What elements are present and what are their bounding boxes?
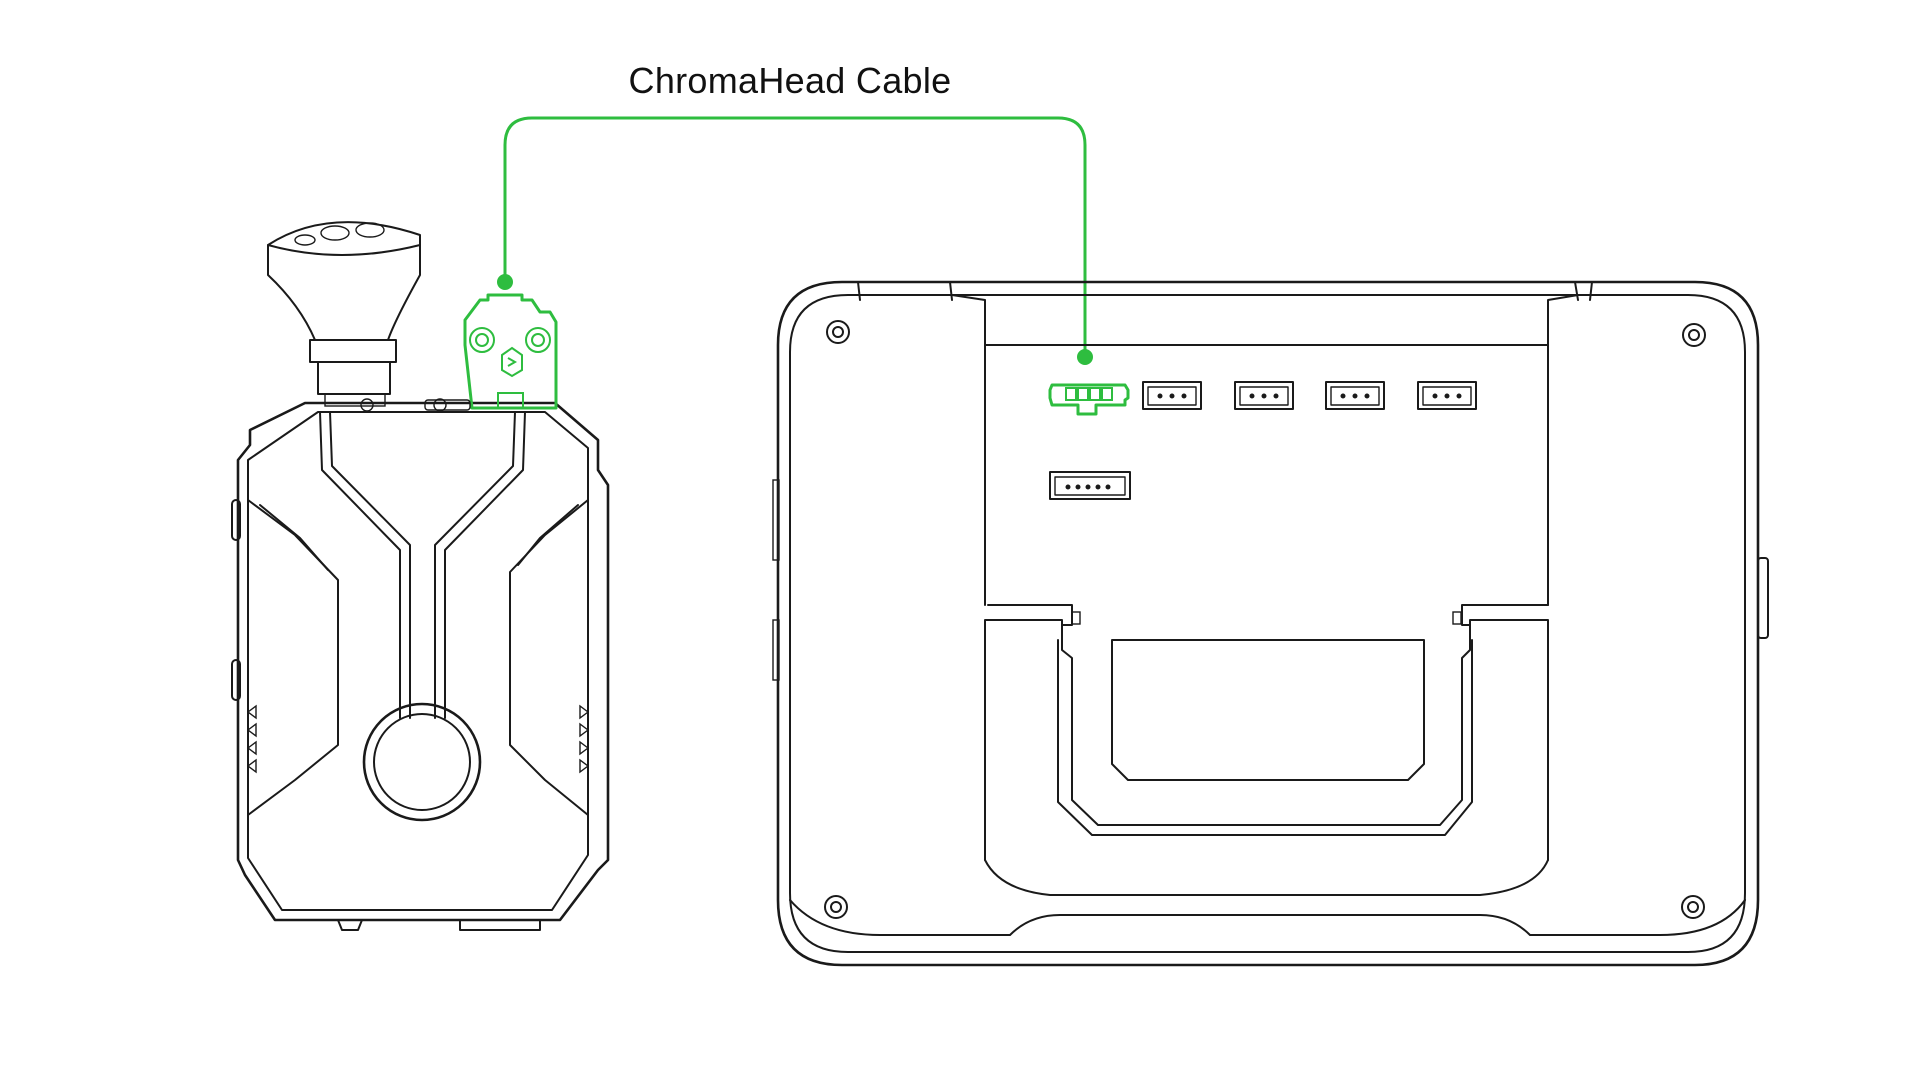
chromahead-cable [497, 116, 1093, 365]
port-2 [1142, 381, 1202, 410]
cable-label: ChromaHead Cable [628, 60, 952, 101]
chromahead-connector [424, 293, 558, 411]
unit-shell [776, 280, 1760, 967]
port-5 [1417, 381, 1477, 410]
corner-screws [824, 320, 1706, 919]
port-chromahead [1048, 383, 1130, 416]
port-6 [1049, 471, 1131, 500]
stand-handle [987, 604, 1549, 836]
port-4 [1325, 381, 1385, 410]
port-3 [1234, 381, 1294, 410]
main-unit-back [772, 280, 1769, 967]
round-button [362, 702, 482, 822]
device-shell [236, 401, 610, 922]
chromahead-device [231, 221, 610, 931]
nozzle-knob [267, 221, 421, 407]
